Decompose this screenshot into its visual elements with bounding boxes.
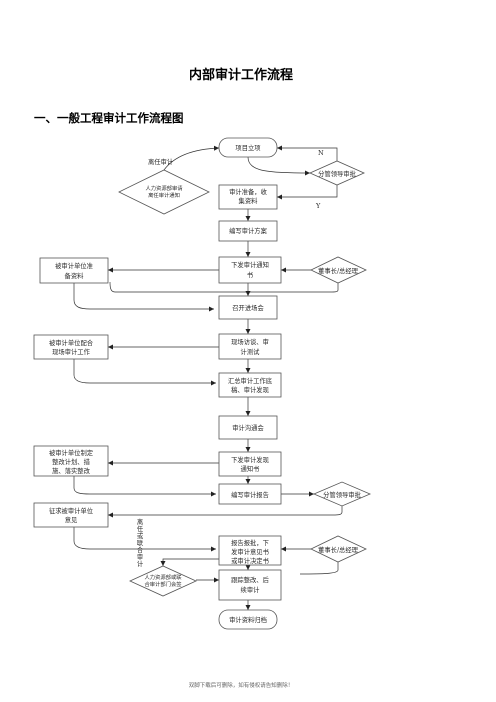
svg-text:稿、审计发现: 稿、审计发现 — [231, 385, 269, 394]
label-leave-joint-audit: 离 任 或 联 合 审 计 — [137, 517, 144, 568]
svg-text:集资料: 集资料 — [239, 196, 259, 205]
section-heading: 一、一般工程审计工作流程图 — [34, 111, 184, 125]
svg-text:备资料: 备资料 — [65, 271, 85, 280]
svg-text:审: 审 — [137, 552, 143, 561]
svg-text:任: 任 — [137, 524, 144, 533]
label-leave-audit: 离任审计 — [148, 157, 174, 166]
svg-text:计: 计 — [137, 559, 144, 568]
node-comm: 审计沟通会 — [218, 415, 278, 440]
svg-text:施、落实整改: 施、落实整改 — [52, 466, 90, 475]
node-prep: 审计准备，收 集资料 — [218, 184, 278, 210]
node-meeting: 召开进场会 — [218, 295, 278, 320]
svg-text:下发审计发现: 下发审计发现 — [231, 455, 269, 464]
connectors — [73, 145, 343, 610]
node-archive: 审计资料归档 — [218, 609, 278, 630]
node-project: 项目立项 — [218, 137, 278, 158]
svg-text:报告报批，下: 报告报批，下 — [231, 538, 269, 547]
node-report: 编写审计报告 — [218, 483, 282, 505]
svg-text:项目立项: 项目立项 — [235, 143, 261, 152]
svg-text:整改计划、措: 整改计划、措 — [52, 457, 90, 466]
node-hr-leave-notice: 人力资源部审请 离任审计通知 — [118, 169, 210, 215]
svg-text:编写审计方案: 编写审计方案 — [229, 226, 267, 235]
svg-text:联: 联 — [137, 538, 144, 547]
svg-text:董事长/总经理: 董事长/总经理 — [318, 545, 359, 554]
node-findings: 下发审计发现 通知书 — [218, 451, 282, 477]
svg-text:被审计单位制定: 被审计单位制定 — [49, 448, 94, 457]
svg-text:审计准备，收: 审计准备，收 — [229, 187, 267, 196]
node-hr-countersign: 人力资源部或联 合审计部门会签 — [129, 565, 197, 597]
svg-text:分管领导审批: 分管领导审批 — [318, 169, 356, 178]
svg-text:召开进场会: 召开进场会 — [232, 303, 264, 312]
page-footer: 双脚下载后可删除，如有侵权请告知删除！ — [189, 681, 294, 689]
svg-text:意见: 意见 — [65, 515, 78, 524]
svg-text:现场访谈、审: 现场访谈、审 — [231, 337, 269, 346]
svg-text:被审计单位准: 被审计单位准 — [55, 261, 93, 270]
svg-text:或审计决定书: 或审计决定书 — [231, 556, 269, 565]
svg-text:续审计: 续审计 — [241, 585, 261, 594]
node-summary: 汇总审计工作底 稿、审计发现 — [218, 372, 282, 398]
node-submit: 报告报批，下 发审计意见书 或审计决定书 — [218, 535, 282, 566]
svg-text:分管领导审批: 分管领导审批 — [323, 490, 361, 499]
svg-text:董事长/总经理: 董事长/总经理 — [318, 266, 359, 275]
svg-text:审计沟通会: 审计沟通会 — [232, 423, 264, 432]
svg-text:发审计意见书: 发审计意见书 — [231, 547, 269, 556]
svg-text:跟踪整改、后: 跟踪整改、后 — [231, 575, 269, 584]
svg-text:离: 离 — [137, 517, 143, 526]
node-opinion: 征求被审计单位 意见 — [33, 502, 109, 528]
node-board-2: 董事长/总经理 — [310, 535, 367, 563]
label-n: N — [318, 149, 324, 157]
node-plan: 编写审计方案 — [218, 220, 278, 242]
svg-text:离任审计通知: 离任审计通知 — [148, 191, 180, 199]
svg-text:被审计单位配合: 被审计单位配合 — [49, 338, 94, 347]
node-audited-prep: 被审计单位准 备资料 — [39, 257, 109, 284]
svg-text:汇总审计工作底: 汇总审计工作底 — [228, 376, 273, 385]
label-y: Y — [315, 202, 321, 210]
svg-text:或: 或 — [137, 531, 144, 540]
node-notice: 下发审计通知 书 — [218, 256, 282, 284]
node-approval-2: 分管领导审批 — [312, 481, 372, 507]
svg-text:编写审计报告: 编写审计报告 — [231, 490, 269, 499]
node-approval-1: 分管领导审批 — [309, 160, 365, 186]
page-title: 内部审计工作流程 — [189, 67, 293, 83]
svg-text:下发审计通知: 下发审计通知 — [231, 260, 269, 269]
svg-text:人力资源部或联: 人力资源部或联 — [144, 573, 182, 581]
svg-text:审计资料归档: 审计资料归档 — [229, 615, 267, 624]
node-coop: 被审计单位配合 现场审计工作 — [33, 334, 109, 360]
svg-text:计测试: 计测试 — [241, 347, 261, 356]
svg-text:书: 书 — [247, 270, 253, 279]
svg-text:通知书: 通知书 — [241, 464, 260, 473]
svg-text:征求被审计单位: 征求被审计单位 — [49, 506, 94, 515]
node-board-1: 董事长/总经理 — [310, 256, 367, 284]
node-onsite: 现场访谈、审 计测试 — [218, 333, 282, 360]
svg-text:合: 合 — [137, 545, 144, 554]
svg-text:人力资源部审请: 人力资源部审请 — [145, 184, 183, 192]
node-rectification: 被审计单位制定 整改计划、措 施、落实整改 — [33, 445, 109, 477]
node-follow-up: 跟踪整改、后 续审计 — [218, 569, 282, 601]
svg-text:现场审计工作: 现场审计工作 — [52, 347, 90, 356]
svg-text:合审计部门会签: 合审计部门会签 — [144, 580, 182, 588]
